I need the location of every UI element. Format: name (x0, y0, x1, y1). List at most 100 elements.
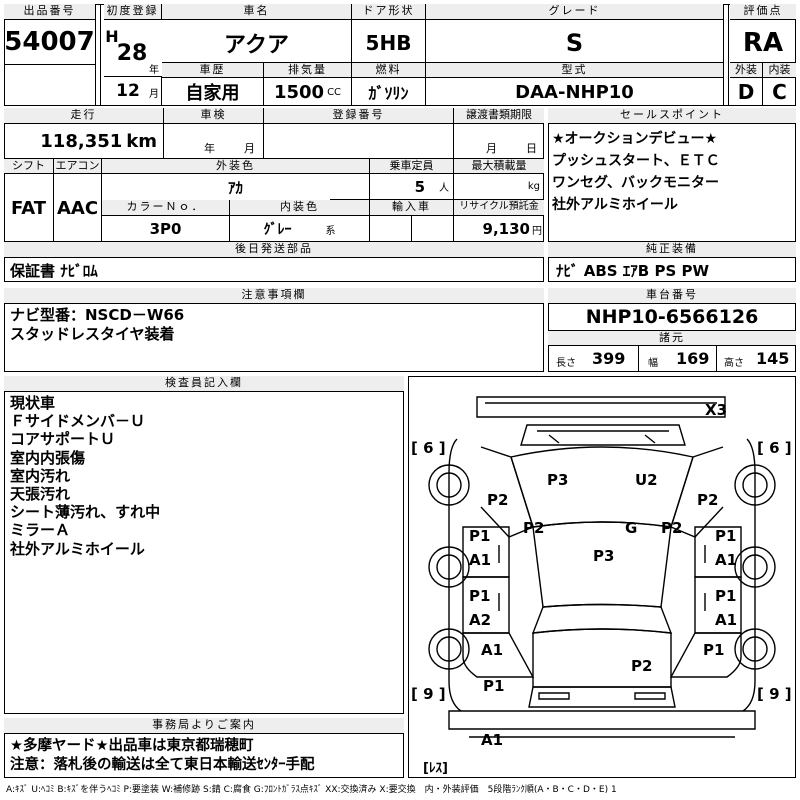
mark-front-door-right-2: A1 (715, 551, 738, 569)
shift: FAT (4, 174, 54, 242)
displacement-unit: CC (327, 86, 342, 98)
ac: AAC (54, 174, 102, 242)
inspector-line: コアサポートＵ (10, 430, 116, 449)
recycle-unit: 円 (532, 225, 542, 237)
inspection-blank (164, 124, 264, 140)
sales-point: プッシュスタート、ＥＴＣ (552, 153, 720, 169)
ext-color-sub (330, 174, 370, 200)
damage-diagram: X3 [ 6 ] [ 6 ] P3 U2 P2 P2 P2 P2 G P3 P1… (408, 376, 796, 778)
later-parts-label: 後日発送部品 (4, 242, 544, 258)
mileage-unit: km (126, 130, 157, 152)
mark-x3: X3 (705, 401, 728, 419)
sales-point: 社外アルミホイール (552, 197, 678, 213)
dimensions-label: 諸元 (548, 330, 796, 346)
dimensions-row: 長さ 399 幅 169 高さ 145 (548, 346, 796, 372)
grade: S (426, 20, 724, 66)
transfer-month: 月 (486, 142, 497, 155)
displacement-label: 排気量 (264, 62, 352, 78)
mileage-label: 走行 (4, 108, 164, 124)
genuine-equipment-label: 純正装備 (548, 242, 796, 258)
inspection-month: 月 (244, 142, 255, 155)
max-load-unit: kg (454, 174, 544, 200)
shift-label: シフト (4, 158, 54, 174)
exterior-score: D (730, 78, 763, 106)
mark-rear-door-right-1: P1 (715, 587, 737, 605)
inspection-label: 車検 (164, 108, 264, 124)
transfer-cell: 月 日 (454, 140, 544, 158)
mark-front-door-left-1: P1 (469, 527, 491, 545)
interior-score: C (772, 80, 787, 104)
divider (638, 346, 639, 372)
model: DAA-NHP10 (426, 78, 724, 106)
width-label: 幅 (648, 358, 658, 369)
mark-hood-left: P3 (547, 471, 569, 489)
first-reg-label: 初度登録 (104, 4, 162, 20)
door-label: ドア形状 (352, 4, 426, 20)
first-reg-year: 28 (116, 40, 148, 66)
spare-tire-mark: [ﾚｽ] (423, 761, 448, 776)
recycle: 9,130 (482, 220, 530, 238)
office-line: ★多摩ヤード★出品車は東京都瑞穂町 (10, 738, 254, 754)
sales-points-list: ★オークションデビュー★ プッシュスタート、ＥＴＣ ワンセグ、バックモニター 社… (552, 128, 792, 216)
ac-label: エアコン (54, 158, 102, 174)
ext-color-label: 外装色 (102, 158, 370, 174)
divider (716, 346, 717, 372)
chassis-label: 車台番号 (548, 288, 796, 304)
mark-hood-right: U2 (635, 471, 658, 489)
capacity-unit: 人 (439, 183, 449, 194)
int-color: ｸﾞﾚｰ (263, 222, 292, 238)
length: 399 (592, 349, 626, 368)
score: RA (742, 28, 784, 58)
mark-rear-fender-left: A1 (481, 641, 504, 659)
inspector-line: 社外アルミホイール (10, 539, 145, 558)
genuine-equipment-value: ﾅﾋﾞ ABS ｴｱB PS PW (556, 262, 710, 280)
month-unit: 月 (149, 88, 159, 100)
mark-windshield: G (625, 519, 638, 537)
reg-no (264, 124, 454, 158)
transfer-day: 日 (526, 142, 537, 155)
capacity: 5 (414, 177, 425, 196)
score-label: 評価点 (730, 4, 796, 20)
transfer-label: 譲渡書類期限 (454, 108, 544, 124)
mark-hatch: P2 (631, 657, 653, 675)
mark-front-door-right-1: P1 (715, 527, 737, 545)
fuel-label: 燃料 (352, 62, 426, 78)
sales-point: ★オークションデビュー★ (552, 131, 718, 147)
lot-no-label: 出品番号 (4, 4, 96, 20)
inspection-year: 年 (204, 142, 215, 155)
displacement-cell: 1500 CC (264, 78, 352, 106)
mark-roof: P3 (593, 547, 615, 565)
inspector-list: 現状車 Ｆサイドメンバ－Ｕ コアサポートＵ 室内内張傷 室内汚れ 天張汚れ シー… (10, 394, 160, 558)
width: 169 (676, 349, 710, 368)
sales-points-label: セールスポイント (548, 108, 796, 124)
office-label: 事務局よりご案内 (4, 718, 404, 734)
capacity-label: 乗車定員 (370, 158, 454, 174)
notes-list: ナビ型番：NSCD－W66 スタッドレスタイヤ装着 (10, 306, 184, 344)
max-load-label: 最大積載量 (454, 158, 544, 174)
inspector-line: シート薄汚れ、すれ中 (10, 503, 161, 522)
height-label: 高さ (724, 358, 744, 369)
inspector-line: ミラーＡ (10, 521, 71, 540)
year-unit: 年 (149, 64, 159, 76)
int-color-suffix: 系 (325, 225, 336, 237)
sales-point: ワンセグ、バックモニター (552, 175, 720, 191)
import-label: 輸入車 (370, 200, 454, 216)
color-no-label: カラーＮｏ． (102, 200, 230, 216)
import-cell-1 (370, 216, 412, 242)
inspection-cell: 年 月 (164, 140, 264, 158)
tire-mark-front-left: [ 6 ] (411, 439, 446, 457)
length-label: 長さ (556, 358, 576, 369)
car-outline (428, 396, 776, 738)
note-line: スタッドレスタイヤ装着 (10, 325, 175, 343)
first-reg-era: H (105, 26, 119, 46)
mark-rear-fender-right: P1 (703, 641, 725, 659)
lot-no-blank (4, 64, 96, 106)
mileage: 118,351 (40, 130, 123, 152)
mark-front-door-left-2: A1 (469, 551, 492, 569)
color-no: 3P0 (102, 216, 230, 242)
tire-mark-front-right: [ 6 ] (757, 439, 792, 457)
car-name-label: 車名 (162, 4, 352, 20)
inspector-line: Ｆサイドメンバ－Ｕ (10, 412, 146, 431)
displacement: 1500 (273, 81, 325, 103)
height: 145 (756, 349, 790, 368)
